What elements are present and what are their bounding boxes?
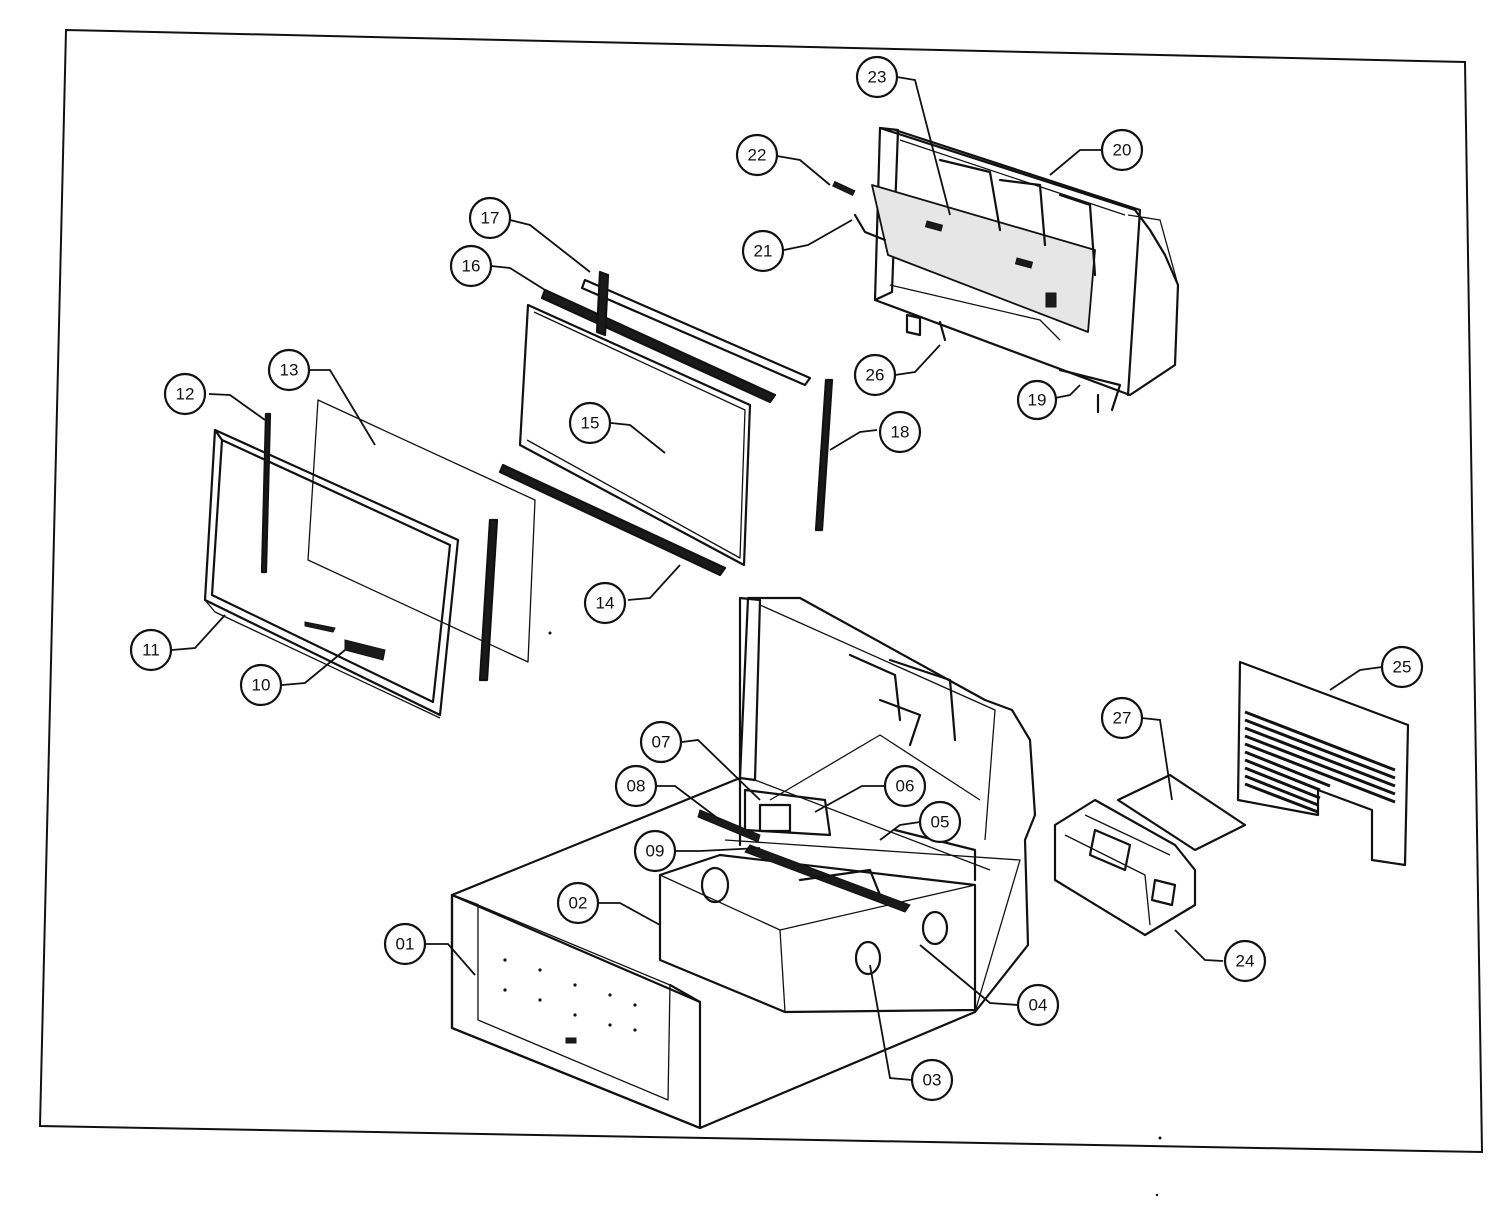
callout-06: 06 <box>883 764 927 808</box>
callout-11: 11 <box>129 628 173 672</box>
callout-10: 10 <box>239 663 283 707</box>
callout-22: 22 <box>735 133 779 177</box>
callout-19-label: 19 <box>1028 391 1047 410</box>
callout-15-label: 15 <box>581 414 600 433</box>
callout-10-label: 10 <box>252 676 271 695</box>
callout-05: 05 <box>918 800 962 844</box>
callout-16-label: 16 <box>462 257 481 276</box>
callout-14-label: 14 <box>596 594 615 613</box>
rear-upper-cabinet <box>832 126 1180 414</box>
callout-26-label: 26 <box>866 366 885 385</box>
callout-13: 13 <box>267 348 311 392</box>
callout-27: 27 <box>1100 696 1144 740</box>
callout-20: 20 <box>1100 128 1144 172</box>
stray-dot <box>1158 1136 1162 1140</box>
callout-21-label: 21 <box>754 242 773 261</box>
callout-16: 16 <box>449 244 493 288</box>
callout-24-label: 24 <box>1236 952 1255 971</box>
callout-05-label: 05 <box>931 813 950 832</box>
ventilation-grille <box>1244 710 1396 814</box>
callout-02-label: 02 <box>569 894 588 913</box>
callout-09: 09 <box>633 829 677 873</box>
callout-24: 24 <box>1223 939 1267 983</box>
callout-03: 03 <box>910 1058 954 1102</box>
callout-04-label: 04 <box>1029 996 1048 1015</box>
stray-dot <box>1155 1193 1159 1197</box>
callout-27-label: 27 <box>1113 709 1132 728</box>
callout-08: 08 <box>614 764 658 808</box>
front-screen-assembly <box>203 399 536 719</box>
callout-21: 21 <box>741 229 785 273</box>
callout-23-label: 23 <box>868 68 887 87</box>
callout-18-label: 18 <box>891 423 910 442</box>
callout-12: 12 <box>163 372 207 416</box>
side-components <box>1053 660 1410 937</box>
callout-19: 19 <box>1016 379 1058 421</box>
diagram-frame <box>38 28 1484 1154</box>
callout-06-label: 06 <box>896 777 915 796</box>
callout-07: 07 <box>639 720 683 764</box>
callout-11-label: 11 <box>142 641 160 660</box>
callout-14: 14 <box>583 581 627 625</box>
callout-23: 23 <box>855 55 899 99</box>
callout-13-label: 13 <box>280 361 299 380</box>
lower-cabinet <box>450 596 1037 1130</box>
callout-17-label: 17 <box>481 209 500 228</box>
stray-dot <box>548 631 552 635</box>
callout-04: 04 <box>1016 983 1060 1027</box>
callout-26: 26 <box>853 353 897 397</box>
callout-12-label: 12 <box>176 385 195 404</box>
callout-25: 25 <box>1380 645 1424 689</box>
callout-03-label: 03 <box>923 1071 942 1090</box>
callout-15: 15 <box>568 401 612 445</box>
callout-01: 01 <box>383 922 427 966</box>
callout-20-label: 20 <box>1113 141 1132 160</box>
callout-08-label: 08 <box>627 777 646 796</box>
callout-07-label: 07 <box>652 733 671 752</box>
callout-25-label: 25 <box>1393 658 1412 677</box>
callout-18: 18 <box>878 410 922 454</box>
screen-assembly-rear <box>498 270 834 577</box>
callout-09-label: 09 <box>646 842 665 861</box>
leader-lines <box>171 76 1383 1081</box>
callout-22-label: 22 <box>748 146 767 165</box>
callout-01-label: 01 <box>396 935 415 954</box>
callout-02: 02 <box>556 881 600 925</box>
callout-17: 17 <box>468 196 512 240</box>
